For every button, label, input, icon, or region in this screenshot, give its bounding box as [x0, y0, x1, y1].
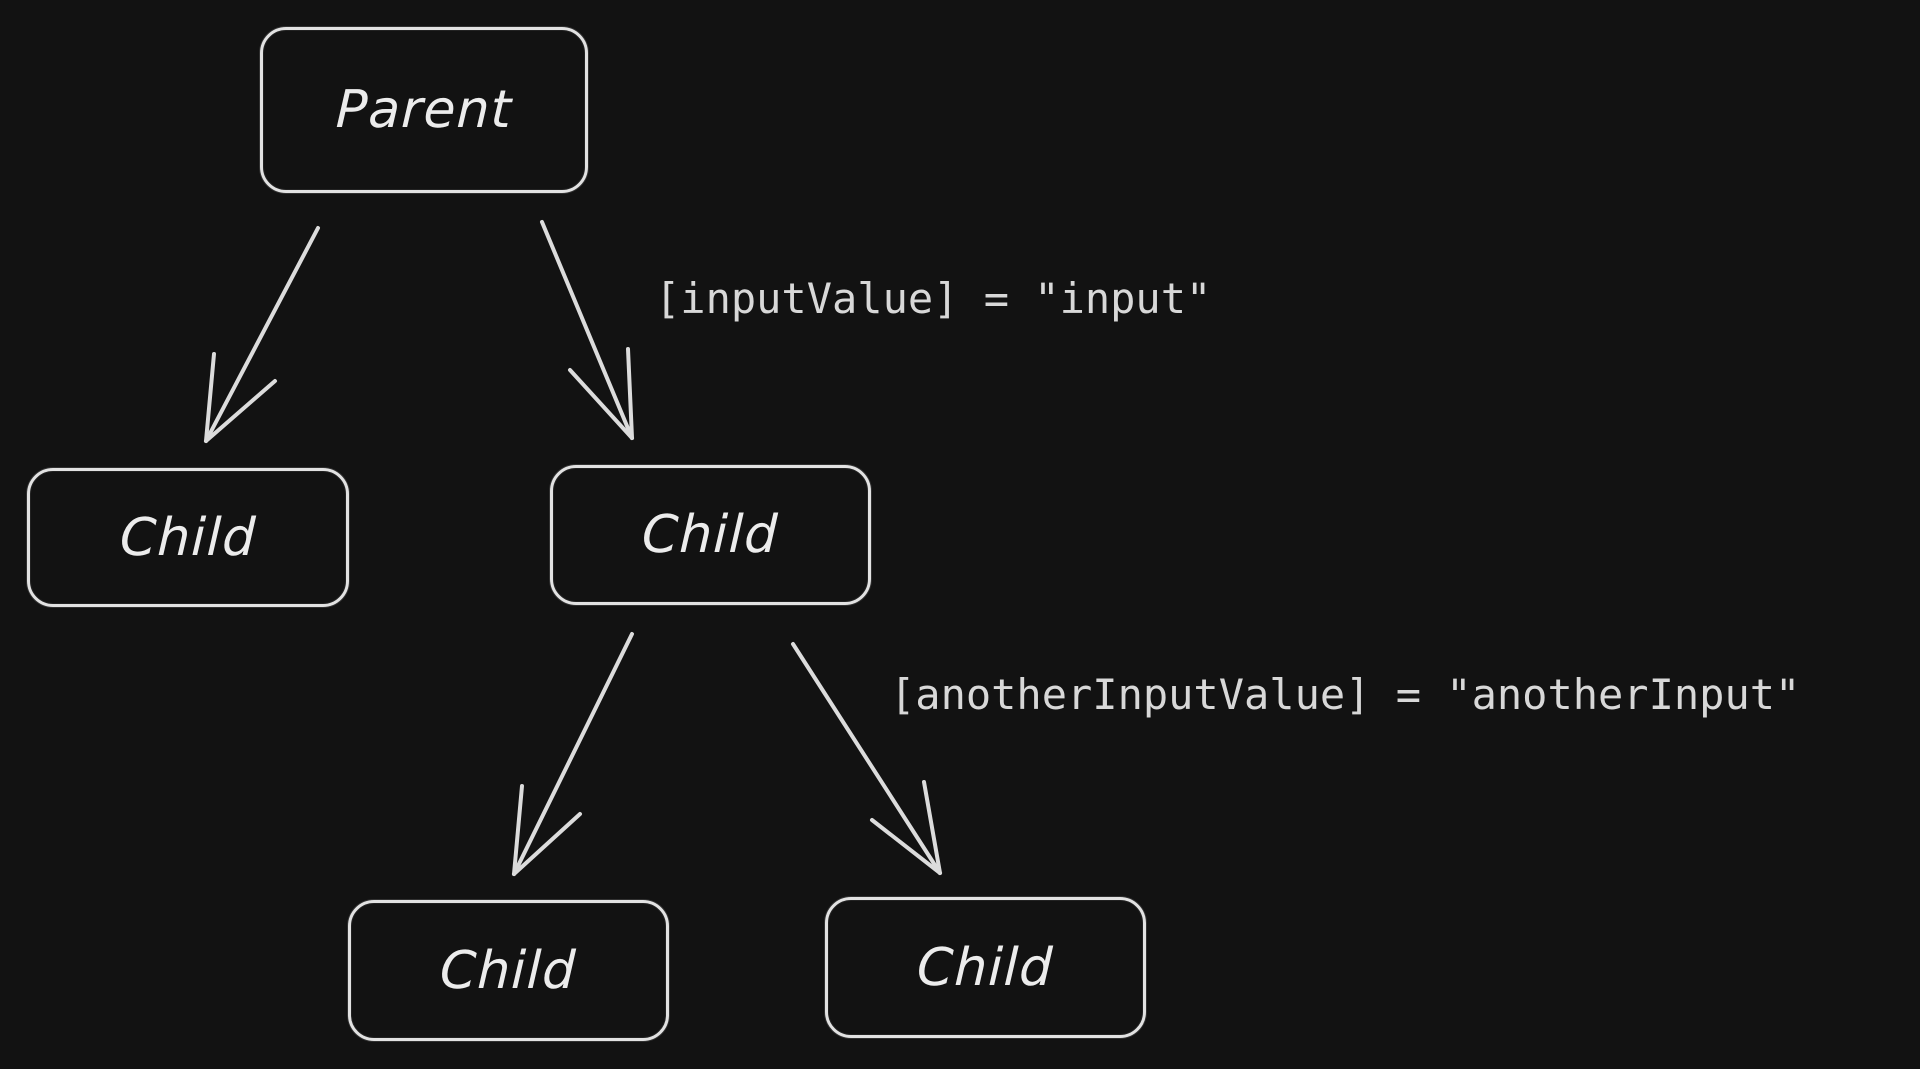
- node-child-2: Child: [550, 465, 871, 605]
- node-child-2-1-label: Child: [439, 940, 578, 1001]
- node-child-2-label: Child: [641, 505, 780, 565]
- node-parent-label: Parent: [334, 80, 514, 140]
- node-child-1-label: Child: [118, 507, 258, 568]
- node-parent: Parent: [260, 27, 588, 193]
- node-child-2-1: Child: [348, 900, 669, 1041]
- node-child-2-2: Child: [825, 897, 1146, 1038]
- edge-label-another-input-value: [anotherInputValue] = "anotherInput": [890, 670, 1801, 719]
- node-child-2-2-label: Child: [916, 937, 1055, 998]
- node-child-1: Child: [27, 468, 349, 607]
- arrow-child-2-to-child-2-1: [512, 632, 634, 876]
- arrow-parent-to-child-1: [204, 226, 320, 443]
- arrow-parent-to-child-2: [540, 220, 634, 440]
- edge-label-input-value: [inputValue] = "input": [655, 274, 1212, 323]
